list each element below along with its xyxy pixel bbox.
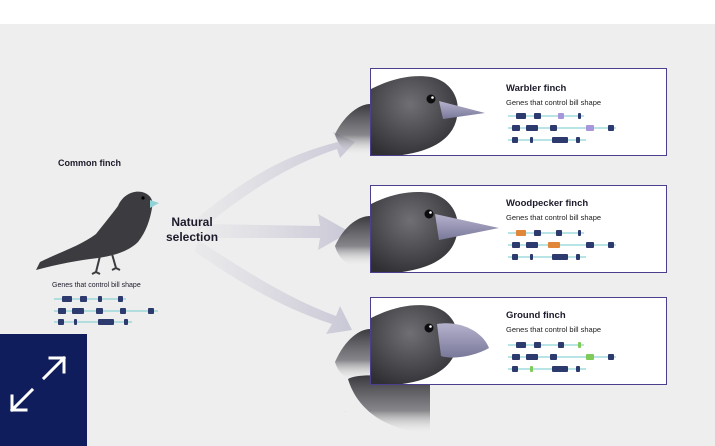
common-finch-title: Common finch — [58, 158, 121, 168]
diagram-graphics: . — [36, 104, 430, 434]
common-genes — [54, 296, 158, 325]
common-genes-label: Genes that control bill shape — [52, 282, 141, 289]
woodpecker-genes — [508, 230, 616, 260]
ground-finch-illustration — [371, 305, 489, 384]
arrow-to-warbler — [195, 132, 355, 232]
panel-woodpecker-finch: Woodpecker finch Genes that control bill… — [370, 185, 667, 273]
arrow-to-woodpecker — [205, 214, 350, 250]
natural-selection-label: Natural selection — [166, 215, 218, 245]
warbler-genes — [508, 113, 616, 143]
ground-genes — [508, 342, 616, 372]
natural-label: Natural — [171, 215, 213, 229]
warbler-finch-title: Warbler finch — [506, 83, 567, 94]
panel-warbler-finch: Warbler finch Genes that control bill sh… — [370, 68, 667, 156]
selection-label: selection — [166, 230, 219, 244]
expand-button[interactable] — [0, 334, 87, 446]
warbler-finch-illustration — [371, 76, 485, 155]
warbler-genes-label: Genes that control bill shape — [506, 98, 602, 107]
arrow-to-ground — [195, 240, 352, 334]
woodpecker-finch-illustration — [371, 192, 499, 272]
woodpecker-finch-title: Woodpecker finch — [506, 198, 589, 209]
svg-text:.: . — [345, 408, 346, 414]
ground-genes-label: Genes that control bill shape — [506, 325, 602, 334]
panel-ground-finch: Ground finch Genes that control bill sha… — [370, 297, 667, 385]
expand-arrows-icon — [9, 355, 67, 413]
common-finch-illustration — [36, 191, 159, 275]
ground-finch-title: Ground finch — [506, 310, 566, 321]
figure-stage: . Common finch Genes that control bill s… — [0, 24, 715, 446]
woodpecker-genes-label: Genes that control bill shape — [506, 213, 602, 222]
